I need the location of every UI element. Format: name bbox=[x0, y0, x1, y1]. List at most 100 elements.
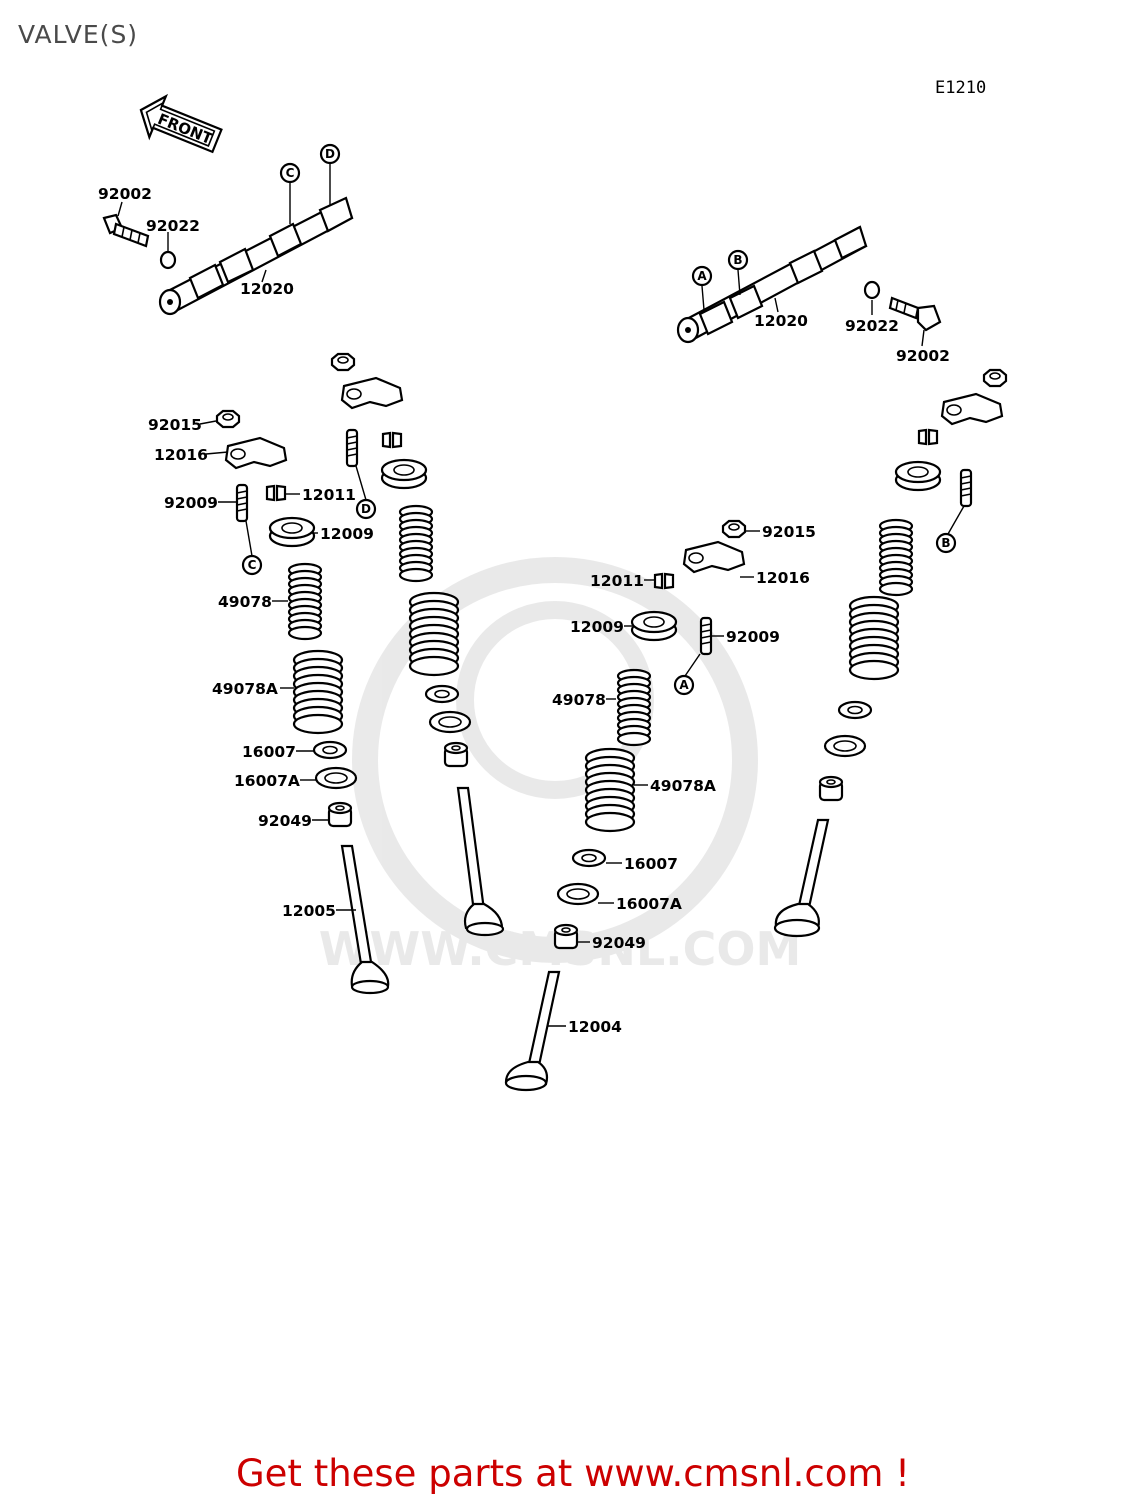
seat-16007A-right-icon bbox=[556, 882, 600, 906]
diagram-code: E1210 bbox=[935, 78, 986, 98]
label-92009-right: 92009 bbox=[726, 628, 780, 646]
marker-a-bottom-icon: A bbox=[673, 674, 695, 696]
label-12009-right: 12009 bbox=[570, 618, 624, 636]
svg-text:C: C bbox=[286, 166, 295, 180]
svg-text:D: D bbox=[361, 502, 371, 516]
adjuster-left-inner-icon bbox=[345, 428, 359, 468]
svg-text:A: A bbox=[679, 678, 689, 692]
marker-a-top-icon: A bbox=[691, 265, 713, 287]
retainer-12009-left-icon bbox=[268, 516, 316, 548]
retainer-12009-right-icon bbox=[630, 610, 678, 642]
seat-16007-right-icon bbox=[571, 848, 607, 868]
label-12020-right: 12020 bbox=[754, 312, 808, 330]
nut-left-inner-icon bbox=[330, 352, 356, 372]
label-12009-left: 12009 bbox=[320, 525, 374, 543]
label-49078A-right: 49078A bbox=[650, 777, 716, 795]
nut-right-outer-icon bbox=[982, 368, 1008, 388]
label-49078-left: 49078 bbox=[218, 593, 272, 611]
washer-92022-right bbox=[863, 280, 881, 300]
marker-c-top-icon: C bbox=[279, 162, 301, 184]
page-title: VALVE(S) bbox=[18, 20, 139, 49]
valve-left-inner-icon bbox=[456, 786, 505, 937]
rocker-shaft-left bbox=[158, 196, 354, 316]
label-49078A-left: 49078A bbox=[212, 680, 278, 698]
retainer-left-inner-icon bbox=[380, 458, 428, 490]
label-92002-left: 92002 bbox=[98, 185, 152, 203]
seat-left-inner-icon bbox=[424, 684, 460, 704]
valve-12005-icon bbox=[340, 844, 390, 995]
label-49078-right: 49078 bbox=[552, 691, 606, 709]
valve-exploded-diagram: WWW.CMSNL.COM E1210 FRONT bbox=[98, 78, 1008, 1092]
label-12004: 12004 bbox=[568, 1018, 622, 1036]
seal-92049-left-icon bbox=[327, 801, 353, 828]
front-arrow-icon: FRONT bbox=[139, 93, 223, 154]
bolt-left bbox=[102, 213, 150, 248]
label-16007A-right: 16007A bbox=[616, 895, 682, 913]
nut-92015-right-icon bbox=[721, 519, 747, 539]
keeper-12011-right-icon bbox=[653, 572, 675, 590]
seal-92049-right-icon bbox=[553, 923, 579, 950]
retainer-right-outer-icon bbox=[894, 460, 942, 492]
spring-left-inner-large-icon bbox=[408, 591, 460, 677]
label-16007-left: 16007 bbox=[242, 743, 296, 761]
seat-right-outer-large-icon bbox=[823, 734, 867, 758]
spring-right-outer-large-icon bbox=[848, 595, 900, 681]
label-92049-left: 92049 bbox=[258, 812, 312, 830]
washer-92022-left bbox=[159, 250, 177, 270]
label-92022-left: 92022 bbox=[146, 217, 200, 235]
footer-cta: Get these parts at www.cmsnl.com ! bbox=[0, 1452, 1146, 1495]
rocker-arm-12016-right-icon bbox=[682, 540, 746, 574]
keeper-12011-left-icon bbox=[265, 484, 287, 502]
rocker-left-inner-icon bbox=[340, 376, 404, 410]
seal-right-outer-icon bbox=[818, 775, 844, 802]
svg-text:B: B bbox=[733, 253, 742, 267]
seat-left-inner-large-icon bbox=[428, 710, 472, 734]
marker-c-bottom-icon: C bbox=[241, 554, 263, 576]
valve-12004-icon bbox=[504, 970, 561, 1092]
valve-right-outer-icon bbox=[773, 818, 830, 938]
spring-49078A-left-icon bbox=[292, 649, 344, 735]
seat-right-outer-icon bbox=[837, 700, 873, 720]
label-12011-right: 12011 bbox=[590, 572, 644, 590]
nut-92015-left-icon bbox=[215, 409, 241, 429]
svg-text:A: A bbox=[697, 269, 707, 283]
spring-49078A-right-icon bbox=[584, 747, 636, 833]
svg-text:B: B bbox=[941, 536, 950, 550]
rocker-shaft-right bbox=[676, 225, 868, 344]
keeper-left-inner-icon bbox=[381, 431, 403, 449]
label-92049-right: 92049 bbox=[592, 934, 646, 952]
bolt-right bbox=[888, 296, 942, 332]
keeper-right-outer-icon bbox=[917, 428, 939, 446]
seal-left-inner-icon bbox=[443, 741, 469, 768]
rocker-arm-12016-left-icon bbox=[224, 436, 288, 470]
label-92009-left: 92009 bbox=[164, 494, 218, 512]
label-12016-left: 12016 bbox=[154, 446, 208, 464]
label-16007-right: 16007 bbox=[624, 855, 678, 873]
adjuster-92009-left-icon bbox=[235, 483, 249, 523]
label-92022-right: 92022 bbox=[845, 317, 899, 335]
label-92015-left: 92015 bbox=[148, 416, 202, 434]
spring-49078-left-icon bbox=[287, 562, 323, 641]
label-16007A-left: 16007A bbox=[234, 772, 300, 790]
seat-16007A-left-icon bbox=[314, 766, 358, 790]
label-12016-right: 12016 bbox=[756, 569, 810, 587]
spring-right-outer-small-icon bbox=[878, 518, 914, 597]
spring-49078-right-icon bbox=[616, 668, 652, 747]
marker-d-bottom-icon: D bbox=[355, 498, 377, 520]
label-12020-left: 12020 bbox=[240, 280, 294, 298]
label-12011-left: 12011 bbox=[302, 486, 356, 504]
marker-b-top-icon: B bbox=[727, 249, 749, 271]
rocker-right-outer-icon bbox=[940, 392, 1004, 426]
label-12005: 12005 bbox=[282, 902, 336, 920]
marker-b-bottom-icon: B bbox=[935, 532, 957, 554]
footer-cta-link[interactable]: Get these parts at www.cmsnl.com ! bbox=[235, 1452, 910, 1495]
adjuster-right-outer-icon bbox=[959, 468, 973, 508]
label-92002-right: 92002 bbox=[896, 347, 950, 365]
label-92015-right: 92015 bbox=[762, 523, 816, 541]
svg-text:C: C bbox=[248, 558, 257, 572]
spring-left-inner-small-icon bbox=[398, 504, 434, 583]
svg-text:D: D bbox=[325, 147, 335, 161]
adjuster-92009-right-icon bbox=[699, 616, 713, 656]
seat-16007-left-icon bbox=[312, 740, 348, 760]
watermark: WWW.CMSNL.COM bbox=[319, 557, 801, 976]
